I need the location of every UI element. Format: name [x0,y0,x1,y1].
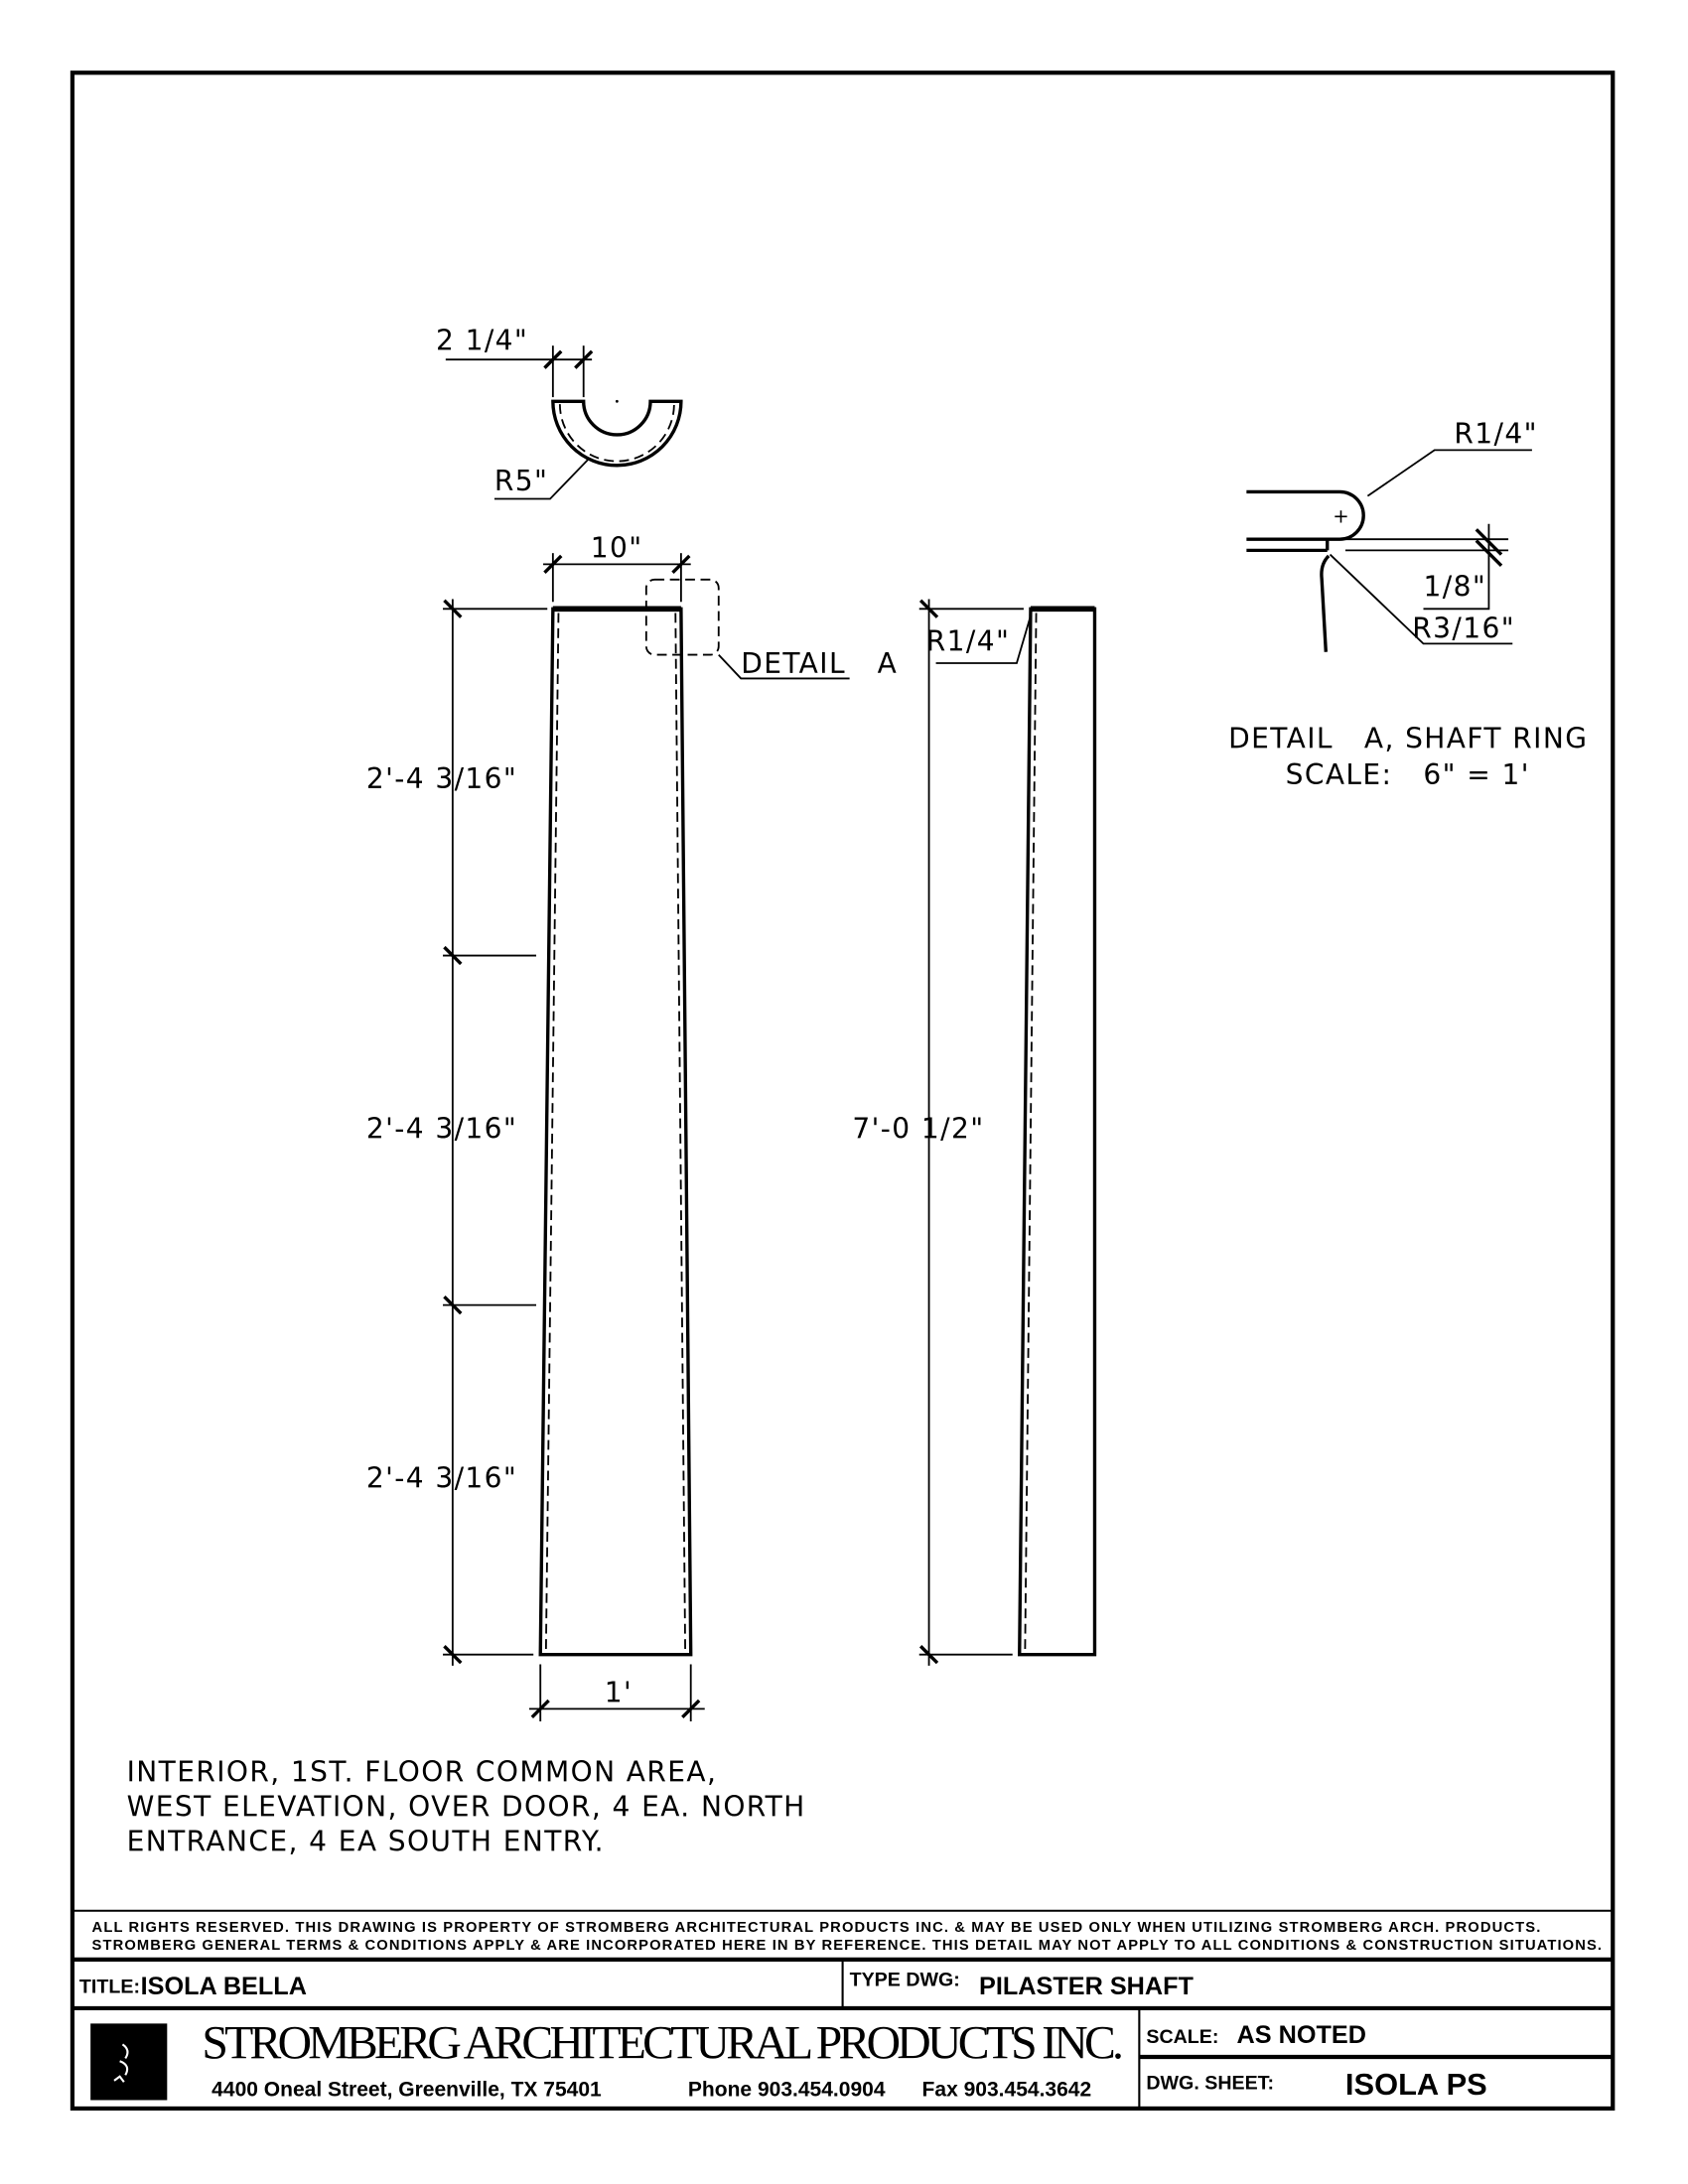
detail-callout-letter: A [878,647,899,680]
side-elevation: R1/4" 7'-0 1/2" [852,599,1097,1666]
detail-a: + R1/4" 1/8" R3/16" DETAIL A, SHAFT RING… [1228,417,1588,791]
side-radius-dim: R1/4" [926,624,1011,657]
company-name: STROMBERG ARCHITECTURAL PRODUCTS INC. [202,2017,1124,2069]
detail-radius-bottom: R3/16" [1412,613,1515,645]
detail-callout: DETAIL [741,647,846,680]
detail-radius-top: R1/4" [1454,417,1538,450]
general-notes: INTERIOR, 1ST. FLOOR COMMON AREA, WEST E… [127,1755,806,1857]
segment-dim-2: 2'-4 3/16" [366,1112,517,1145]
note-line: ENTRANCE, 4 EA SOUTH ENTRY. [127,1825,605,1857]
disclaimer-line: STROMBERG GENERAL TERMS & CONDITIONS APP… [92,1938,1602,1954]
top-width-dim: 10" [591,531,643,564]
type-label: TYPE DWG: [850,1969,960,1990]
bottom-width-dim: 1' [605,1676,633,1708]
detail-scale: SCALE: 6" = 1' [1286,758,1530,791]
disclaimer-line: ALL RIGHTS RESERVED. THIS DRAWING IS PRO… [92,1920,1541,1936]
sheet-value: ISOLA PS [1345,2067,1487,2102]
company-address: 4400 Oneal Street, Greenville, TX 75401 [211,2078,602,2101]
scale-label: SCALE: [1146,2026,1218,2048]
title-value: ISOLA BELLA [141,1973,307,2000]
detail-step-dim: 1/8" [1423,571,1486,604]
title-block: ALL RIGHTS RESERVED. THIS DRAWING IS PRO… [71,1909,1614,2109]
type-value: PILASTER SHAFT [979,1973,1194,2000]
detail-caption: DETAIL A, SHAFT RING [1228,723,1588,755]
svg-text:+: + [1333,504,1348,527]
note-line: INTERIOR, 1ST. FLOOR COMMON AREA, [127,1755,718,1788]
company-phone: Phone 903.454.0904 [688,2078,886,2101]
sheet-border [70,70,1616,2112]
ring-radius-dim: R5" [494,465,548,497]
title-label: TITLE: [79,1977,140,1998]
ring-width-dim: 2 1/4" [436,324,528,356]
segment-dim-1: 2'-4 3/16" [366,762,517,795]
company-fax: Fax 903.454.3642 [922,2078,1092,2101]
company-logo [90,2023,168,2101]
scale-value: AS NOTED [1237,2021,1366,2049]
side-height-dim: 7'-0 1/2" [852,1112,984,1145]
front-elevation: 10" 1' 2'-4 3/16" 2'-4 3/16" 2'-4 3/16" … [366,531,899,1721]
plan-half-ring: 2 1/4" R5" [436,324,683,500]
segment-dim-3: 2'-4 3/16" [366,1461,517,1494]
sheet-label: DWG. SHEET: [1146,2072,1274,2094]
note-line: WEST ELEVATION, OVER DOOR, 4 EA. NORTH [127,1790,806,1823]
